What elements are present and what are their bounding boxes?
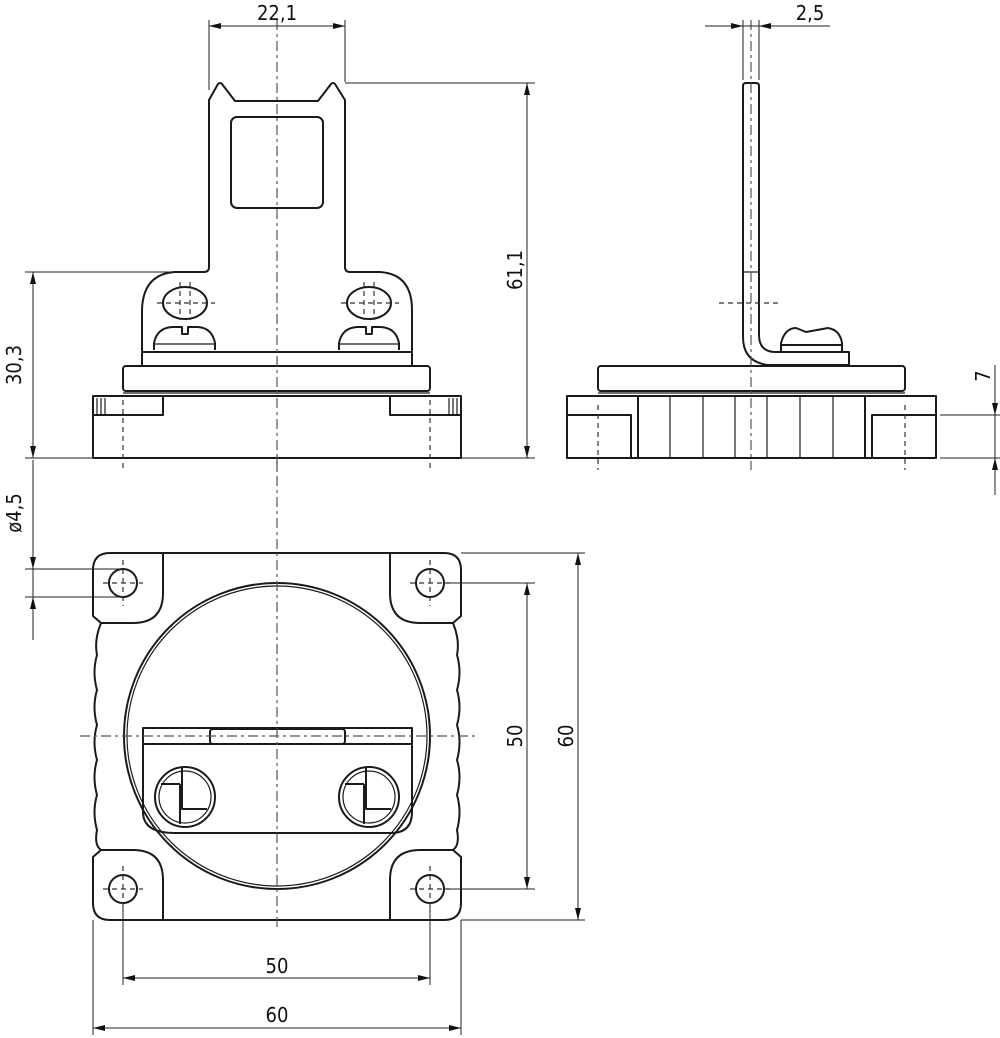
dimension-label: 30,3 <box>2 345 26 385</box>
dimension-50-horizontal: 50 <box>122 906 431 985</box>
dimension-30-3: 30,3 <box>2 271 180 459</box>
housing-outline <box>92 552 462 921</box>
bottom-view <box>80 455 475 930</box>
dimension-label: 50 <box>266 954 289 978</box>
front-view <box>92 20 462 470</box>
screw-head-side <box>780 327 843 352</box>
dimension-7: 7 <box>940 365 1000 495</box>
screw-head-left <box>153 326 216 350</box>
dimension-label: 60 <box>266 1003 289 1027</box>
actuator-tab-side <box>742 82 850 366</box>
dimension-label: 60 <box>554 725 578 748</box>
screw-head-right <box>338 326 400 350</box>
dimension-60-horizontal: 60 <box>92 920 462 1035</box>
dimension-label: 50 <box>503 725 527 748</box>
dimension-22-1: 22,1 <box>208 1 346 90</box>
housing-base-side <box>566 395 937 459</box>
dimension-label: ø4,5 <box>2 493 26 533</box>
dimension-label: 61,1 <box>503 250 527 290</box>
dimension-2-5: 2,5 <box>705 1 830 80</box>
dimension-label: 2,5 <box>796 1 825 25</box>
screw-left <box>154 766 216 828</box>
dimension-label: 7 <box>971 370 995 381</box>
dimension-label: 22,1 <box>257 1 297 25</box>
side-view <box>566 20 937 470</box>
screw-right <box>338 766 400 828</box>
dimension-61-1: 61,1 <box>345 82 535 459</box>
dimension-60-vertical: 60 <box>461 552 585 921</box>
dimension-50-vertical: 50 <box>445 582 535 890</box>
tab-window <box>230 116 324 209</box>
dimension-hole-diameter: ø4,5 <box>2 460 123 640</box>
